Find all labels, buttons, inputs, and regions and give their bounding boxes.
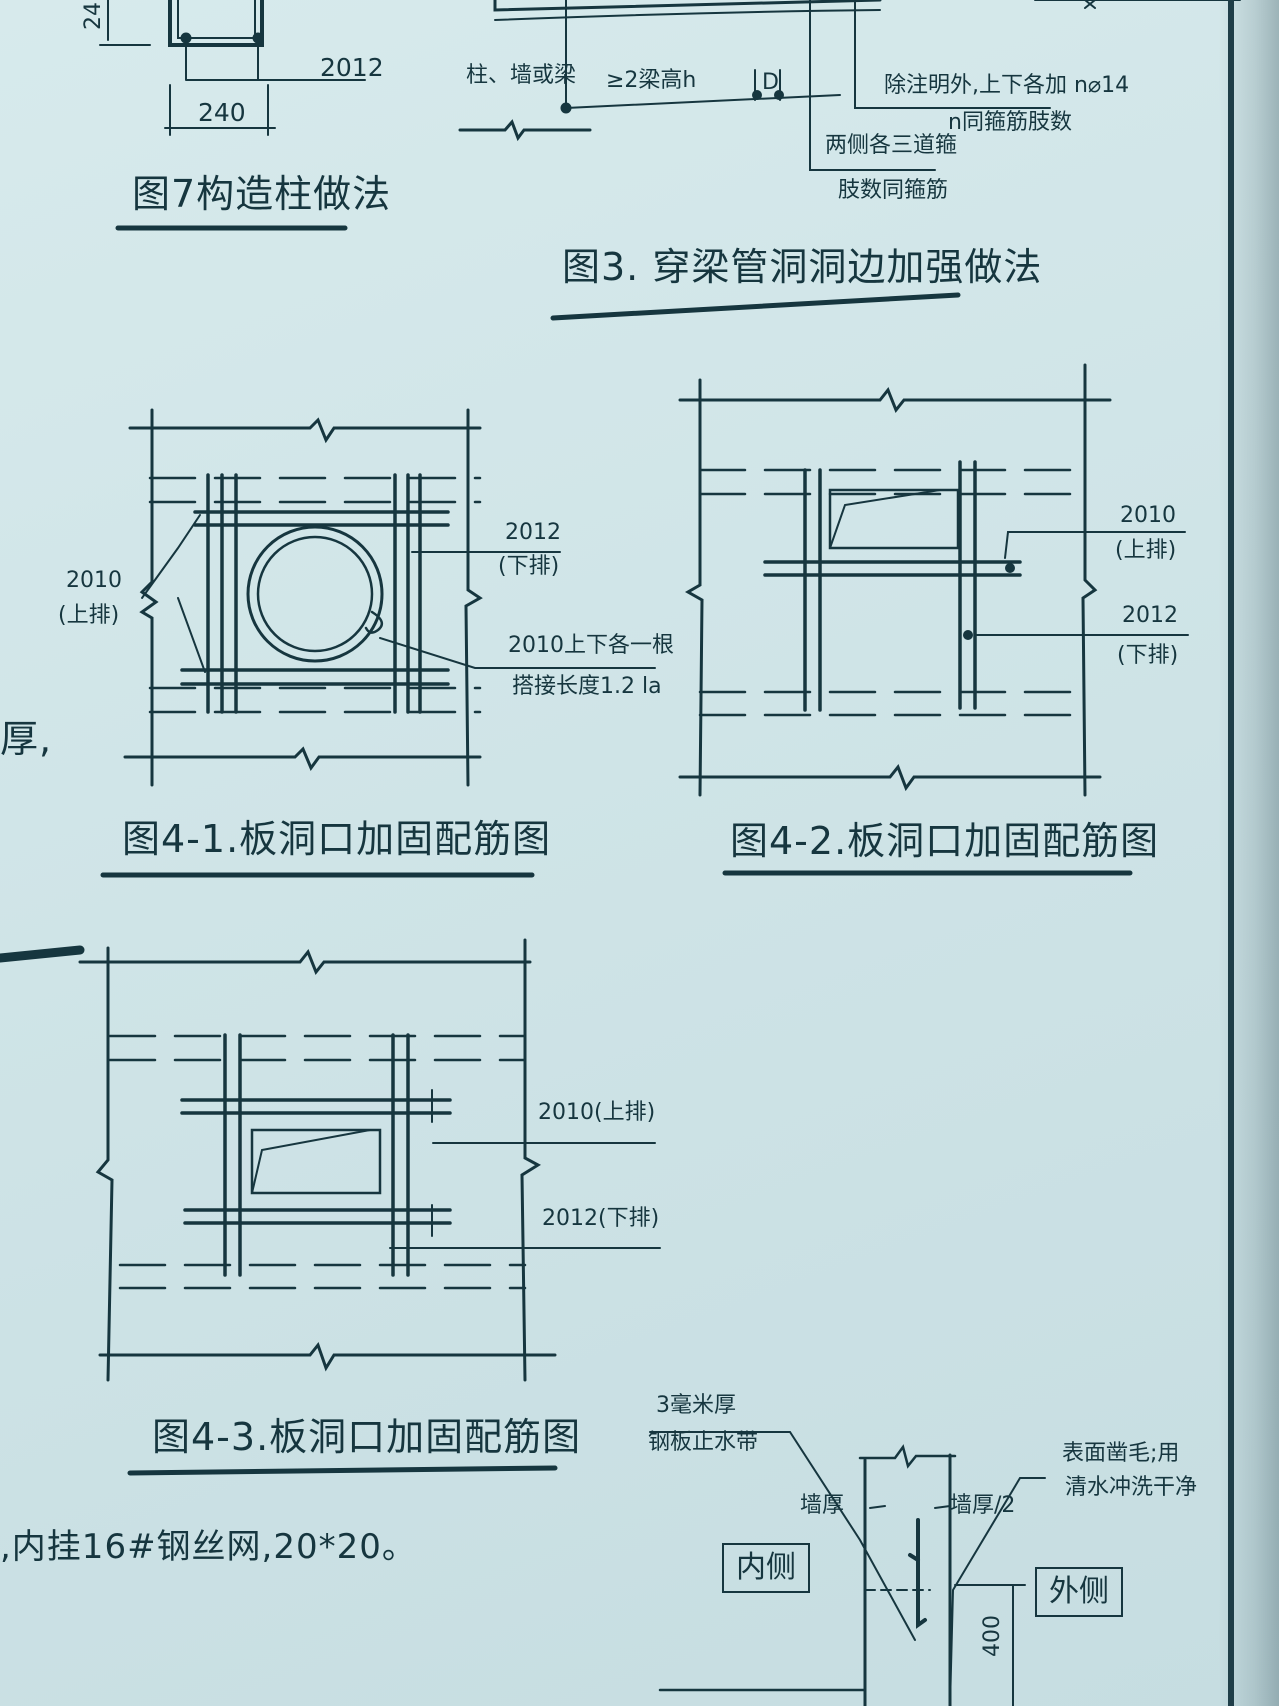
fig4-3-slab-drawing [0,938,661,1476]
fig3-title: 图3. 穿梁管洞洞边加强做法 [562,245,1043,289]
waterstop-surface-note-1: 表面凿毛;用 [1062,1441,1180,1466]
waterstop-plate-label-1: 3毫米厚 [656,1393,736,1418]
fig4-2-lower-rebar-label: 2012 [1122,603,1178,628]
waterstop-wall-thickness-label: 墙厚 [800,1493,845,1518]
waterstop-inner-side-box: 内侧 [722,1543,810,1593]
fig3-column-label: 柱、墙或梁 [466,63,577,88]
fig4-1-note-1: 2010上下各一根 [508,633,674,658]
fig4-1-title: 图4-1.板洞口加固配筋图 [122,817,552,861]
bottom-note: ,内挂16#钢丝网,20*20。 [0,1527,417,1567]
fig4-3-lower-rebar-label: 2012(下排) [542,1206,660,1231]
fig3-d-label: D [762,70,779,95]
fig4-1-upper-row-label: (上排) [58,603,120,628]
left-edge-fragment: 厚, [0,717,53,761]
fig3-note-3: 两侧各三道箍 [825,133,958,158]
page-border-line [1228,0,1234,1706]
waterstop-drawing [649,1431,1046,1706]
fig4-2-lower-row-label: (下排) [1117,643,1179,668]
fig4-1-slab-drawing [100,408,656,878]
fig3-note-4: 肢数同箍筋 [838,178,949,203]
fig4-1-lower-rebar-label: 2012 [505,520,561,545]
fig7-column-drawing [99,0,366,231]
fig4-2-upper-rebar-label: 2010 [1120,503,1176,528]
waterstop-half-wall-label: 墙厚/2 [950,1493,1016,1518]
fig3-note-2: n同箍筋肢数 [948,110,1072,135]
waterstop-depth-dimension: 400 [980,1615,1005,1657]
fig4-3-title: 图4-3.板洞口加固配筋图 [152,1415,582,1459]
fig7-title: 图7构造柱做法 [132,172,392,216]
fig4-1-note-2: 搭接长度1.2 la [512,674,662,699]
fig3-beam-drawing [458,0,1241,321]
fig3-length-label: ≥2梁高h [606,68,697,93]
fig3-note-1: 除注明外,上下各加 n⌀14 [884,73,1130,98]
fig7-side-dimension: 24 [81,2,106,30]
waterstop-outer-side-box: 外侧 [1035,1567,1123,1617]
waterstop-plate-label-2: 钢板止水带 [648,1430,759,1455]
fig4-2-title: 图4-2.板洞口加固配筋图 [730,819,1160,863]
fig4-1-lower-row-label: (下排) [498,554,560,579]
fig7-width-dimension: 240 [198,98,246,127]
fig4-3-upper-rebar-label: 2010(上排) [538,1100,656,1125]
waterstop-surface-note-2: 清水冲洗干净 [1065,1475,1198,1500]
fig4-2-slab-drawing [678,363,1189,876]
fig7-rebar-label: 2012 [320,53,384,82]
fig4-2-upper-row-label: (上排) [1115,538,1177,563]
fig4-1-upper-rebar-label: 2010 [66,568,122,593]
